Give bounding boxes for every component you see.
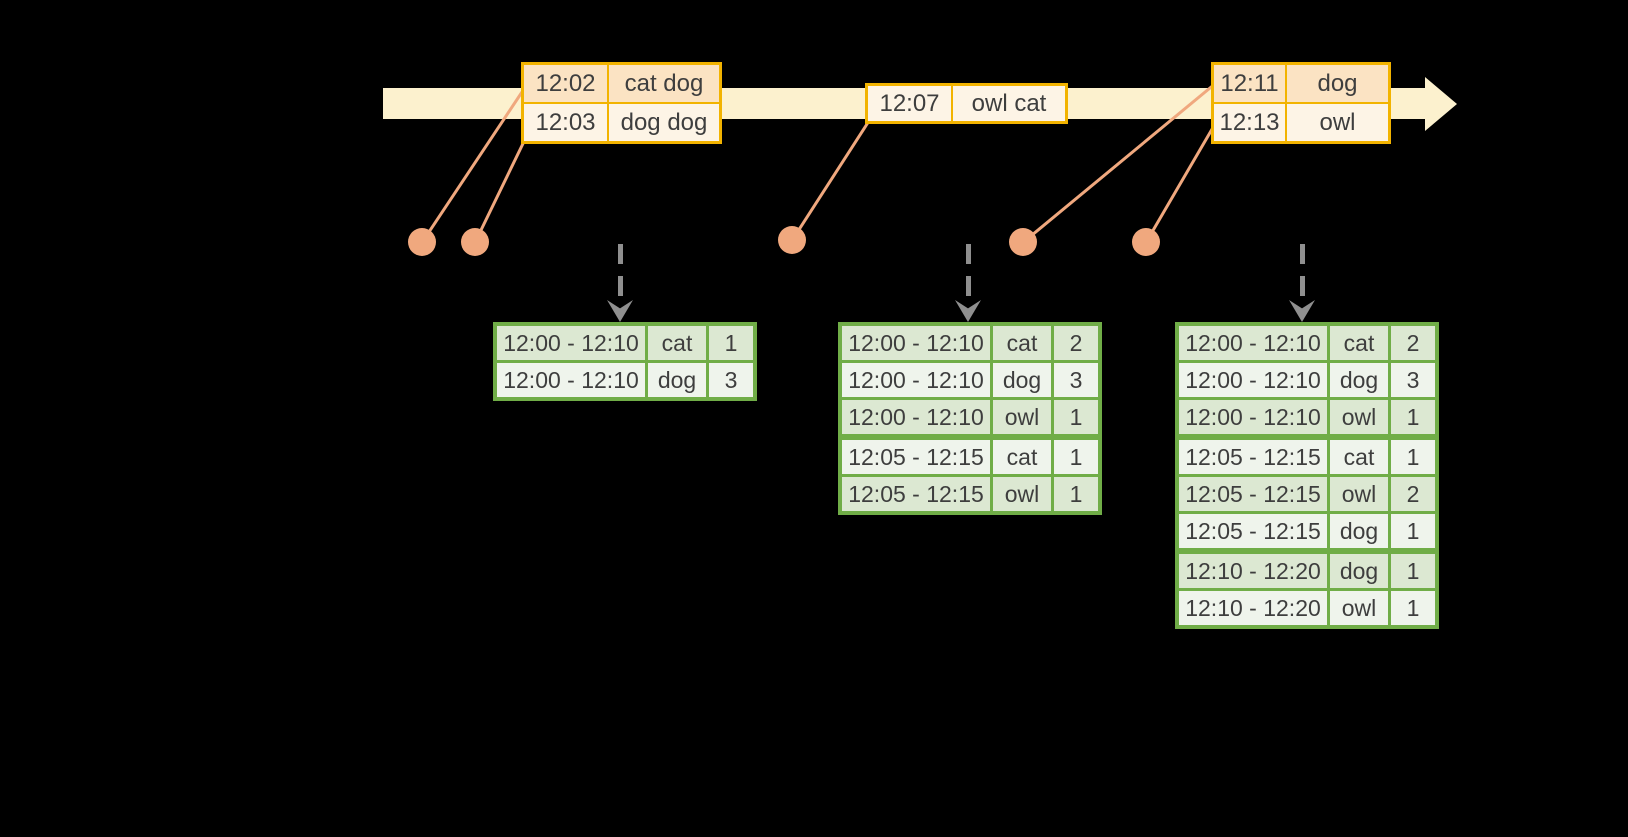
- event-time: 12:07: [868, 86, 951, 121]
- count-cell: 1: [1054, 400, 1098, 434]
- word-cell: cat: [648, 326, 706, 360]
- window-cell: 12:00 - 12:10: [1179, 363, 1327, 397]
- word-cell: cat: [1330, 440, 1388, 474]
- count-cell: 1: [1054, 477, 1098, 511]
- count-cell: 1: [1391, 514, 1435, 548]
- event-dot: [778, 226, 806, 254]
- word-cell: dog: [1330, 554, 1388, 588]
- word-cell: dog: [1330, 363, 1388, 397]
- word-cell: dog: [1330, 514, 1388, 548]
- count-cell: 3: [709, 363, 753, 397]
- window-cell: 12:05 - 12:15: [1179, 477, 1327, 511]
- down-arrow-icon: [607, 300, 633, 322]
- word-cell: dog: [993, 363, 1051, 397]
- count-cell: 1: [1391, 591, 1435, 625]
- word-cell: cat: [993, 326, 1051, 360]
- trigger-dashed-line: [1300, 244, 1305, 298]
- word-cell: owl: [1330, 477, 1388, 511]
- event-time: 12:13: [1214, 104, 1285, 141]
- window-cell: 12:05 - 12:15: [842, 440, 990, 474]
- event-time: 12:02: [524, 65, 607, 102]
- event-words: cat dog: [609, 65, 719, 102]
- down-arrow-icon: [955, 300, 981, 322]
- window-cell: 12:00 - 12:10: [1179, 400, 1327, 434]
- window-cell: 12:00 - 12:10: [497, 363, 645, 397]
- word-cell: cat: [993, 440, 1051, 474]
- event-dot: [408, 228, 436, 256]
- word-cell: owl: [993, 477, 1051, 511]
- event-words: owl cat: [953, 86, 1065, 121]
- window-cell: 12:00 - 12:10: [842, 400, 990, 434]
- event-connector-line: [790, 121, 870, 241]
- window-cell: 12:05 - 12:15: [1179, 514, 1327, 548]
- count-cell: 1: [1391, 440, 1435, 474]
- count-cell: 1: [709, 326, 753, 360]
- count-cell: 3: [1391, 363, 1435, 397]
- count-cell: 1: [1054, 440, 1098, 474]
- event-dot: [1009, 228, 1037, 256]
- event-words: owl: [1287, 104, 1388, 141]
- event-dot: [1132, 228, 1160, 256]
- down-arrow-icon: [1289, 300, 1315, 322]
- count-cell: 3: [1054, 363, 1098, 397]
- window-cell: 12:10 - 12:20: [1179, 591, 1327, 625]
- trigger-dashed-line: [966, 244, 971, 298]
- window-cell: 12:05 - 12:15: [1179, 440, 1327, 474]
- event-dot: [461, 228, 489, 256]
- count-cell: 2: [1391, 477, 1435, 511]
- window-cell: 12:00 - 12:10: [842, 363, 990, 397]
- window-cell: 12:00 - 12:10: [1179, 326, 1327, 360]
- window-cell: 12:10 - 12:20: [1179, 554, 1327, 588]
- word-cell: owl: [993, 400, 1051, 434]
- trigger-dashed-line: [618, 244, 623, 298]
- word-cell: owl: [1330, 400, 1388, 434]
- count-cell: 2: [1054, 326, 1098, 360]
- window-cell: 12:00 - 12:10: [842, 326, 990, 360]
- window-cell: 12:05 - 12:15: [842, 477, 990, 511]
- window-cell: 12:00 - 12:10: [497, 326, 645, 360]
- count-cell: 2: [1391, 326, 1435, 360]
- word-cell: owl: [1330, 591, 1388, 625]
- word-cell: cat: [1330, 326, 1388, 360]
- event-words: dog: [1287, 65, 1388, 102]
- event-time: 12:03: [524, 104, 607, 141]
- event-words: dog dog: [609, 104, 719, 141]
- count-cell: 1: [1391, 400, 1435, 434]
- timeline-arrowhead-icon: [1425, 77, 1457, 131]
- event-time: 12:11: [1214, 65, 1285, 102]
- event-connector-line: [1144, 126, 1215, 243]
- count-cell: 1: [1391, 554, 1435, 588]
- word-cell: dog: [648, 363, 706, 397]
